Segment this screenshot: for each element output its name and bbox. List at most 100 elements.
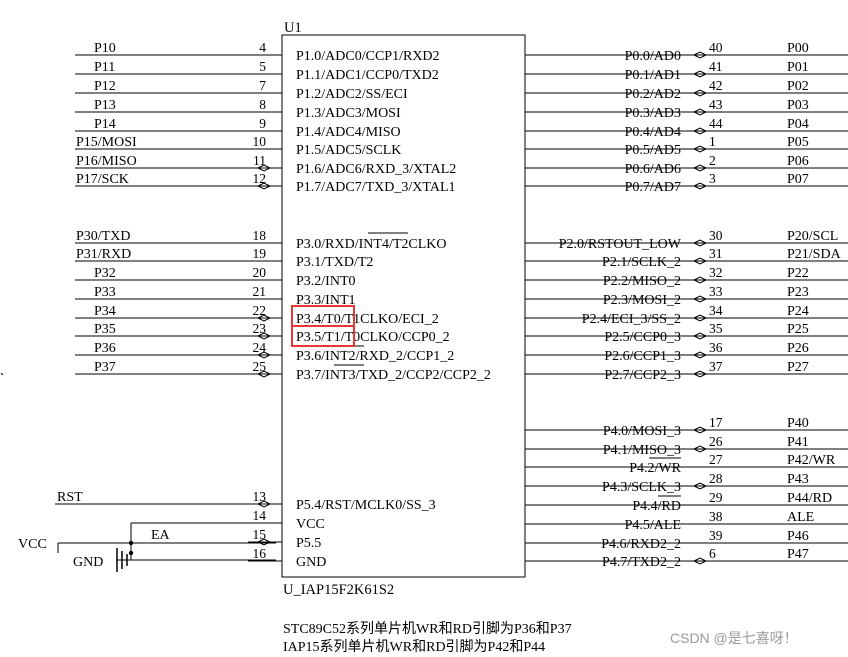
pin-function: P2.3/MOSI_2 — [603, 293, 681, 308]
pin-number: 27 — [709, 452, 723, 467]
pin-function: P1.0/ADC0/CCP1/RXD2 — [296, 49, 440, 64]
bidirectional-pin-arrow — [692, 145, 708, 153]
vcc-label: VCC — [18, 537, 47, 552]
net-label: P40 — [787, 416, 809, 431]
pin-number: 22 — [253, 303, 267, 318]
pin-function: P0.4/AD4 — [625, 125, 681, 140]
net-label: P23 — [787, 285, 809, 300]
pin-number: 10 — [253, 134, 267, 149]
pin-function: VCC — [296, 517, 325, 532]
pin-number: 5 — [259, 59, 266, 74]
bidirectional-pin-arrow — [692, 276, 708, 284]
bidirectional-pin-arrow — [256, 332, 272, 340]
gnd-label: GND — [73, 555, 103, 570]
bidirectional-pin-arrow — [692, 332, 708, 340]
bidirectional-pin-arrow — [256, 314, 272, 322]
pin-function: P5.5 — [296, 536, 321, 551]
net-label: P46 — [787, 529, 809, 544]
pin-number: 4 — [259, 40, 266, 55]
net-label: P13 — [94, 98, 116, 113]
pin-function: P1.1/ADC1/CCP0/TXD2 — [296, 68, 439, 83]
pin-number: 18 — [253, 228, 267, 243]
bidirectional-pin-arrow — [692, 482, 708, 490]
pin-number: 31 — [709, 246, 723, 261]
pin-function: P0.7/AD7 — [625, 180, 681, 195]
watermark-text: CSDN @是七喜呀！ — [670, 630, 798, 646]
pin-number: 32 — [709, 265, 723, 280]
power-network: VCC GND — [18, 522, 276, 572]
pin-number: 40 — [709, 40, 723, 55]
pin-number: 14 — [253, 508, 267, 523]
vcc-junction-dot — [128, 540, 134, 546]
ic-body — [281, 34, 526, 578]
net-label: P15/MOSI — [76, 135, 137, 150]
net-label: P11 — [94, 60, 115, 75]
net-label: P30/TXD — [76, 229, 130, 244]
bidirectional-pin-arrow — [256, 538, 272, 546]
bidirectional-pin-arrow — [692, 445, 708, 453]
pin-function: P4.7/TXD2_2 — [602, 555, 681, 570]
net-label: P07 — [787, 172, 809, 187]
pin-function: P0.6/AD6 — [625, 162, 681, 177]
net-label: P41 — [787, 435, 809, 450]
net-label: ALE — [787, 510, 814, 525]
net-label: P14 — [94, 117, 116, 132]
pin-number: 26 — [709, 434, 723, 449]
net-label: P36 — [94, 341, 116, 356]
pin-number: 42 — [709, 78, 723, 93]
pin-function: P3.2/INT0 — [296, 274, 356, 289]
bidirectional-pin-arrow — [692, 108, 708, 116]
pin-function: P0.2/AD2 — [625, 87, 681, 102]
bidirectional-pin-arrow — [256, 182, 272, 190]
net-label: P32 — [94, 266, 116, 281]
pin-function: P1.2/ADC2/SS/ECI — [296, 87, 408, 102]
bidirectional-pin-arrow — [692, 239, 708, 247]
pin-function: P3.6/INT2/RXD_2/CCP1_2 — [296, 349, 454, 364]
pin-function: P3.0/RXD/INT4/T2CLKO — [296, 237, 447, 252]
pin-function: P4.2/WR — [629, 461, 681, 476]
net-label: P16/MISO — [76, 154, 137, 169]
pin-number: 43 — [709, 97, 723, 112]
pin-number: 29 — [709, 490, 723, 505]
pin-number: 1 — [709, 134, 716, 149]
pin-number: 2 — [709, 153, 716, 168]
pin-function: P4.4/RD — [632, 499, 681, 514]
pin-function: P1.6/ADC6/RXD_3/XTAL2 — [296, 162, 456, 177]
net-label: P10 — [94, 41, 116, 56]
stray-tick — [0, 372, 4, 376]
pin-number: 8 — [259, 97, 266, 112]
pin-number: 17 — [709, 415, 723, 430]
bidirectional-pin-arrow — [692, 370, 708, 378]
net-label: P20/SCL — [787, 229, 838, 244]
pin-function: P3.3/INT1 — [296, 293, 356, 308]
net-label: P00 — [787, 41, 809, 56]
pin-function: P2.7/CCP2_3 — [604, 368, 681, 383]
pin-function: P2.2/MISO_2 — [603, 274, 681, 289]
pin-number: 23 — [253, 321, 267, 336]
pin-number: 36 — [709, 340, 723, 355]
pin-function: P0.1/AD1 — [625, 68, 681, 83]
